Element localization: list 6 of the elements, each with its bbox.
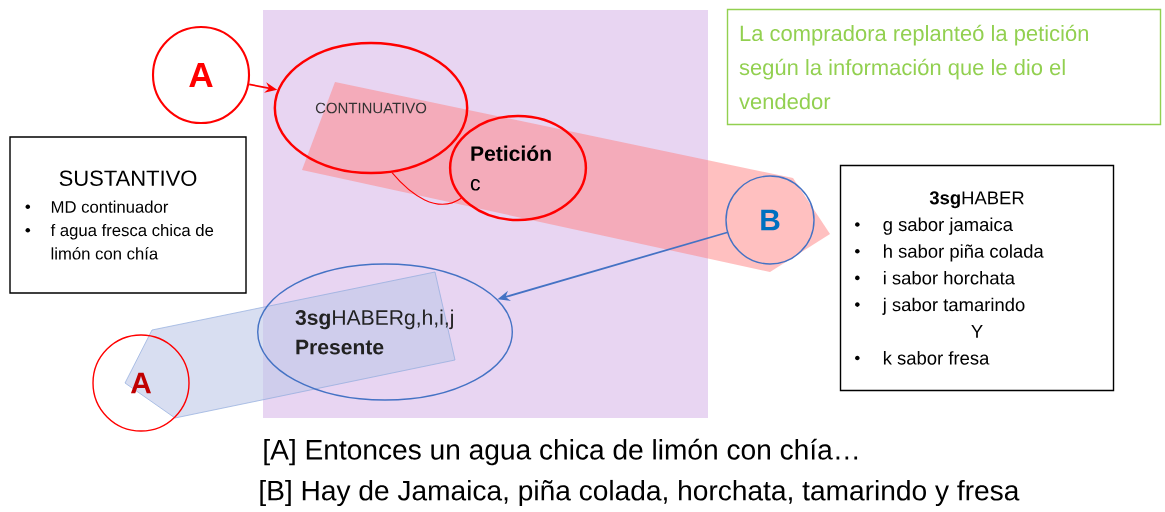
text-box: 3sgHABER g sabor jamaica h sabor piña colada i sabor horchata j sabor tamarindo Y k sabor fresa <box>839 164 1115 392</box>
note-box: La compradora replanteó la petición según la información que le dio el vendedor <box>726 8 1162 126</box>
connector-line <box>391 172 462 205</box>
transcript-line: [A] Entonces un agua chica de limón con chía… <box>264 438 858 466</box>
transcript-line: [B] Hay de Jamaica, piña colada, horchata, tamarindo y fresa <box>260 479 1020 507</box>
text-box: SUSTANTIVO MD continuador f agua fresca chica de limón con chía <box>9 136 247 294</box>
